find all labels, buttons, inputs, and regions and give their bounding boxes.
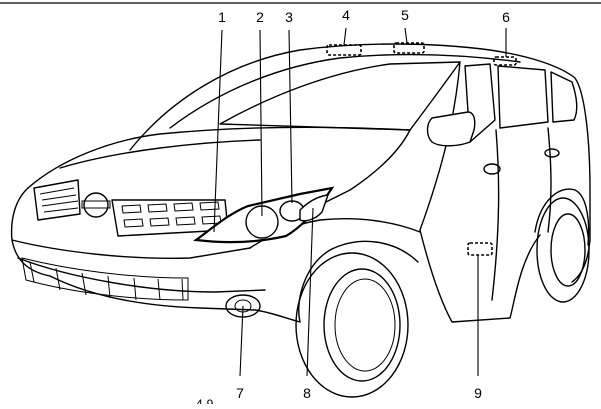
callout-6: 6 [502, 9, 510, 25]
callout-3: 3 [285, 9, 293, 25]
front-wheel [295, 240, 419, 398]
suv-body [10, 43, 591, 323]
callout-9: 9 [474, 385, 482, 401]
callout-7: 7 [236, 385, 244, 401]
callout-8: 8 [303, 385, 311, 401]
headlamp-assembly [193, 186, 335, 244]
front-grille [33, 179, 229, 237]
page-number-fragment: 4-9 [196, 397, 214, 404]
callout-leaders [213, 27, 507, 377]
hidden-lamp-markers [326, 42, 517, 256]
high-mount-stop-lamp-marker [493, 56, 517, 66]
callout-5: 5 [401, 7, 409, 23]
callout-2: 2 [256, 9, 264, 25]
rear-wheel [536, 197, 590, 303]
turn-signal-lamp [299, 194, 329, 222]
callout-1: 1 [218, 9, 226, 25]
callout-4: 4 [342, 7, 350, 23]
callout-labels: 1 2 3 4 5 6 7 8 9 4-9 [196, 7, 510, 409]
room-lamp-marker [393, 42, 425, 54]
side-marker [467, 242, 493, 256]
